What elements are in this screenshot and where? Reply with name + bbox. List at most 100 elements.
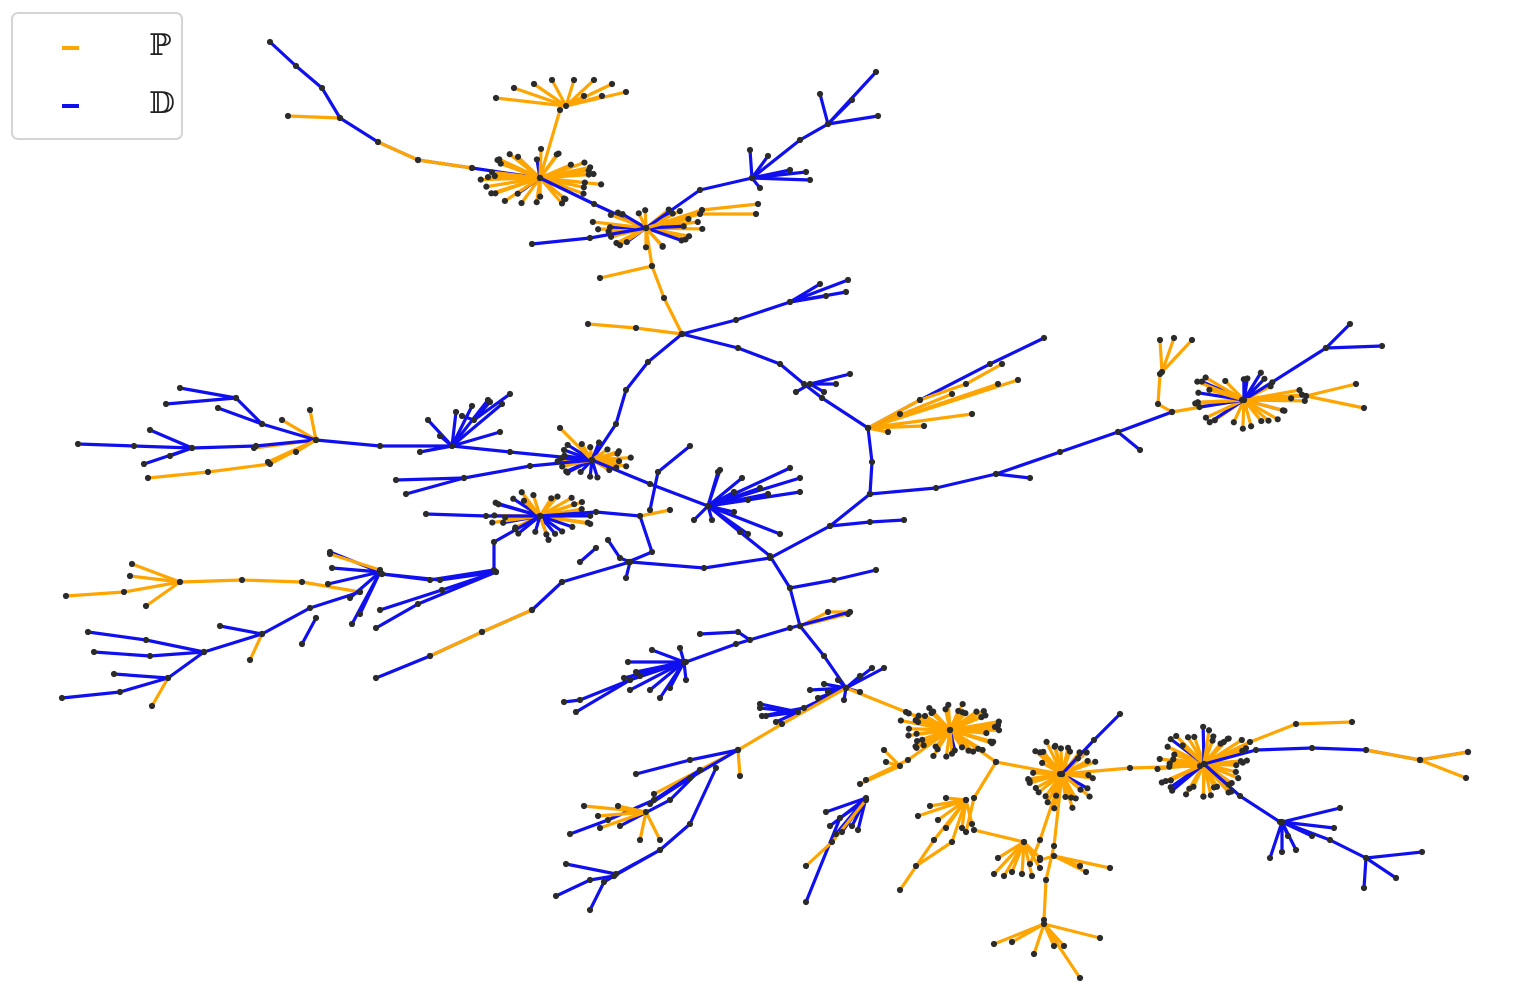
graph-node-259 [140,460,148,468]
graph-node-492 [806,686,814,694]
edge-p-438 [644,810,662,842]
graph-node-674 [1116,710,1124,718]
graph-node-495 [856,672,864,680]
graph-node-458 [372,674,380,682]
edge-p-243 [590,456,633,462]
graph-node-307 [506,390,514,398]
graph-node-758 [1464,748,1472,756]
edge-d-214 [168,446,194,458]
edge-p-560 [1052,772,1064,848]
graph-node-104 [824,120,832,128]
graph-node-770 [1330,824,1338,832]
graph-node-350 [592,508,600,516]
edge-d-357 [218,624,264,636]
graph-node-679 [1036,836,1044,844]
graph-node-690 [1040,920,1048,928]
graph-node-187 [1170,334,1178,342]
graph-node-390 [820,652,828,660]
graph-node-716 [1167,777,1174,784]
graph-node-206 [1206,386,1213,393]
edge-d-60 [644,226,684,243]
edge-p-561 [1044,844,1056,882]
graph-node-706 [1225,789,1232,796]
edge-d-207 [216,406,264,426]
graph-node-773 [1326,836,1334,844]
graph-node-540 [594,812,602,820]
graph-node-765 [1266,854,1274,862]
graph-node-625 [912,862,920,870]
graph-node-171 [932,484,940,492]
graph-node-150 [832,380,840,388]
edge-p-49 [564,78,576,108]
graph-node-590 [962,710,969,717]
graph-node-16 [580,184,587,191]
graph-node-239 [278,416,286,424]
graph-node-295 [448,442,456,450]
graph-node-559 [975,745,982,752]
graph-node-268 [506,448,514,456]
graph-node-322 [551,530,559,537]
graph-node-260 [166,452,174,460]
edge-d-379 [734,626,792,646]
graph-node-141 [678,330,686,338]
edge-d-369 [560,560,632,584]
graph-node-695 [1076,974,1084,982]
graph-node-616 [942,824,950,832]
graph-node-216 [1267,383,1274,390]
graph-node-100 [756,184,764,192]
graph-node-544 [614,802,622,810]
graph-node-671 [1089,775,1096,782]
graph-node-687 [1082,868,1090,876]
graph-node-602 [896,762,904,770]
graph-node-116 [586,234,594,242]
node-layer [58,38,1472,982]
graph-node-98 [802,168,810,176]
edge-d-136 [918,362,992,402]
graph-node-639 [1084,785,1091,792]
edge-p-566 [1052,854,1082,868]
graph-node-575 [905,725,913,732]
graph-node-406 [176,578,184,586]
edge-p-45 [494,96,568,108]
edge-d-196 [828,520,872,528]
graph-node-480 [666,684,674,692]
graph-node-721 [1170,756,1177,763]
edge-p-572 [1042,922,1102,940]
edge-d-293 [594,510,642,518]
edge-d-250 [450,402,504,448]
edge-d-294 [638,514,654,554]
graph-node-524 [734,746,742,754]
graph-node-487 [576,696,584,704]
graph-node-549 [610,872,618,880]
graph-node-571 [919,736,926,743]
graph-node-2 [318,84,326,92]
graph-node-641 [1077,786,1084,793]
graph-node-688 [1106,864,1114,872]
graph-node-767 [1292,846,1300,854]
edge-d-251 [450,430,502,448]
edge-p-456 [948,728,954,756]
graph-node-9 [336,114,344,122]
graph-node-654 [1025,776,1032,783]
edge-d-290 [424,512,488,518]
graph-node-655 [1030,769,1037,776]
graph-node-789 [862,796,870,804]
edge-d-142 [868,460,874,496]
edge-p-334 [178,578,244,584]
graph-node-53 [530,80,538,88]
edge-d-440 [612,848,662,878]
graph-node-250 [258,420,266,428]
edge-d-381 [698,630,740,636]
edge-d-304 [656,444,692,474]
graph-node-25 [501,197,508,205]
graph-node-32 [488,169,496,176]
graph-node-471 [734,628,742,636]
graph-node-35 [494,156,501,164]
graph-node-730 [1191,733,1198,740]
edge-d-644 [1364,850,1424,860]
edge-p-9 [416,158,474,170]
edge-p-347 [328,552,382,572]
graph-node-564 [948,750,956,757]
edge-p-16 [538,176,564,206]
graph-node-419 [326,550,334,558]
